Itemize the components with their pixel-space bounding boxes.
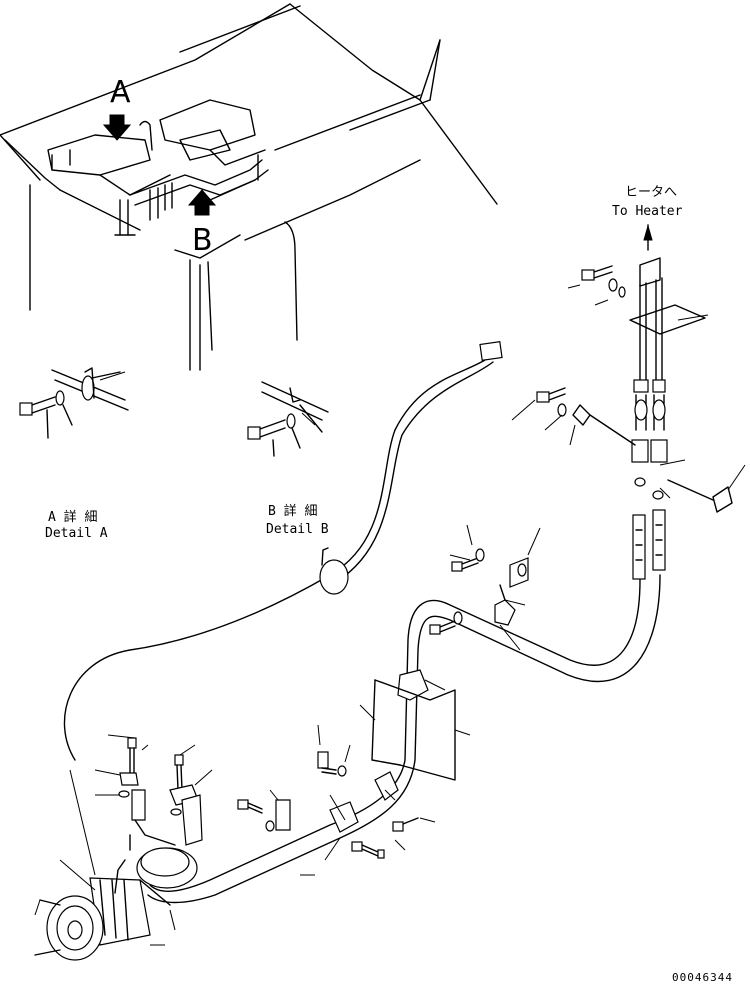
detail-a-label-en: Detail A <box>45 526 108 541</box>
detail-b-label-en: Detail B <box>266 522 329 537</box>
detail-a-drawing <box>19 367 129 439</box>
pipe-bolts <box>237 548 529 859</box>
heater-hoses <box>572 224 733 580</box>
leader-lines <box>34 284 746 946</box>
refrigerant-pipe <box>147 574 661 904</box>
detail-b-drawing <box>247 381 329 457</box>
drawing-number: 00046344 <box>672 971 733 984</box>
callout-arrows <box>102 114 217 216</box>
callout-a-label: A <box>110 75 131 110</box>
cab-outline <box>0 3 498 371</box>
detail-a-label-jp: A 詳 細 <box>48 510 98 525</box>
heater-bolts <box>536 265 626 417</box>
wire-harness <box>63 341 503 761</box>
compressor <box>34 847 198 961</box>
compressor-fittings <box>118 737 203 851</box>
heater-label-en: To Heater <box>612 204 683 219</box>
floor-unit <box>47 99 269 236</box>
detail-b-label-jp: B 詳 細 <box>268 504 318 519</box>
callout-b-label: B <box>192 223 213 258</box>
heater-label-jp: ヒータへ <box>625 185 678 200</box>
